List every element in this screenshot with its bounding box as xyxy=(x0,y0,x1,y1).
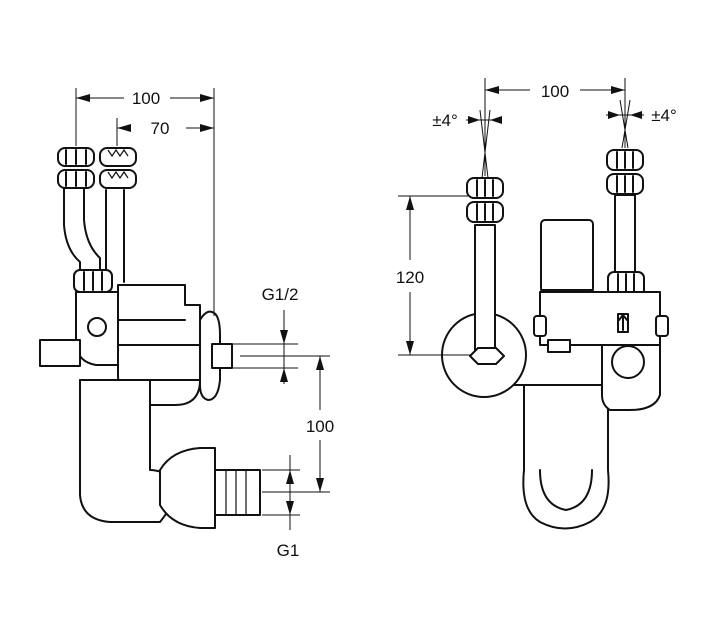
arrow-100-right xyxy=(200,94,214,102)
front-view-dimensions: 100 ±4° ±4° 120 xyxy=(396,78,677,356)
body-cap-left xyxy=(533,315,547,337)
nut-top-right-2 xyxy=(99,169,137,189)
arrow-70-right xyxy=(200,124,214,132)
arrow-g12-top xyxy=(280,330,288,344)
arrow-g12-bottom xyxy=(280,368,288,382)
pipe-nut-left xyxy=(469,347,505,365)
supply-pipe-right xyxy=(105,189,125,283)
wall-flange xyxy=(199,310,221,401)
body-foot xyxy=(547,339,571,353)
dim-label-front-100: 100 xyxy=(541,82,569,101)
trap-loop xyxy=(522,384,610,530)
front-outlet-bore xyxy=(611,345,645,379)
arrow-100v-top xyxy=(316,356,324,370)
outlet-thread-g1 xyxy=(214,469,261,516)
arrow-120-bottom xyxy=(406,341,414,355)
arrow-120-top xyxy=(406,196,414,210)
arrow-100-left xyxy=(76,94,90,102)
dim-label-120: 120 xyxy=(396,268,424,287)
supply-pipe-left xyxy=(63,184,101,281)
outlet-nut xyxy=(159,447,216,529)
dim-label-100-top: 100 xyxy=(132,89,160,108)
front-view xyxy=(441,149,669,530)
front-pipe-left xyxy=(474,224,496,361)
dim-label-g12: G1/2 xyxy=(262,285,299,304)
arrow-g1-bottom xyxy=(286,501,294,515)
arrow-front100-left xyxy=(485,86,499,94)
dim-label-angle-right: ±4° xyxy=(651,106,677,125)
dim-label-70: 70 xyxy=(151,119,170,138)
cartridge xyxy=(540,219,594,293)
nut-top-right-1 xyxy=(99,147,137,167)
front-body xyxy=(539,291,661,346)
outlet-thread-g12 xyxy=(211,343,233,369)
dim-label-angle-left: ±4° xyxy=(432,111,458,130)
valve-bore xyxy=(87,317,107,337)
arrow-g1-top xyxy=(286,470,294,484)
dim-label-100-vertical: 100 xyxy=(306,417,334,436)
arrow-front100-right xyxy=(611,86,625,94)
arrow-100v-bottom xyxy=(316,478,324,492)
front-pipe-right xyxy=(614,194,636,276)
side-view-dimensions: 100 70 G1/2 100 G1 xyxy=(75,88,334,560)
side-view xyxy=(39,147,261,529)
arrow-70-left xyxy=(117,124,131,132)
dim-label-g1: G1 xyxy=(277,541,300,560)
body-cap-right xyxy=(655,315,669,337)
inlet-stub xyxy=(39,339,81,367)
trap-inner xyxy=(539,469,593,511)
